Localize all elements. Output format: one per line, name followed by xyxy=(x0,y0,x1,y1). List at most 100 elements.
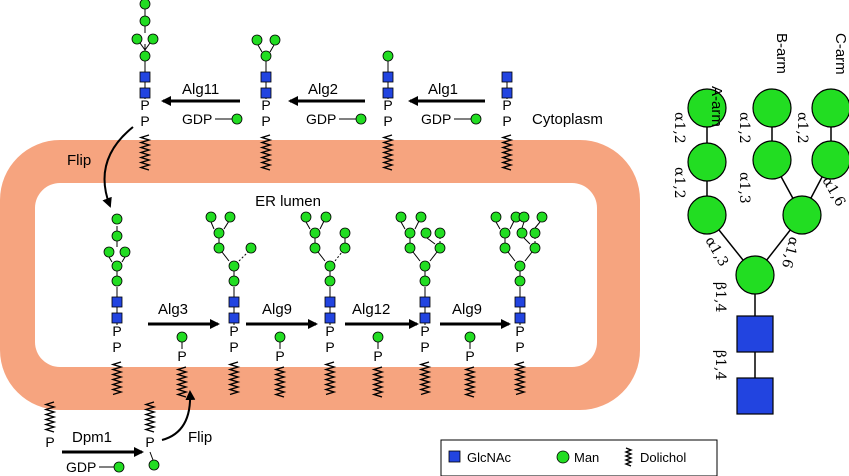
man-icon xyxy=(514,275,526,287)
phosphate-label: P xyxy=(515,323,524,339)
dolichol-icon xyxy=(138,134,152,171)
man-icon xyxy=(205,211,217,223)
dolichol-icon xyxy=(500,134,514,171)
alg3-label: Alg3 xyxy=(158,301,188,318)
glcnac-icon xyxy=(419,296,431,308)
glycan-bond xyxy=(238,251,249,262)
man-icon xyxy=(372,331,384,343)
legend: GlcNAc Man Dolichol xyxy=(440,439,718,476)
phosphate-label: P xyxy=(515,339,524,355)
a-arm-label: A-arm xyxy=(708,86,725,127)
glycan-bond xyxy=(334,251,343,262)
dolichol-icon xyxy=(513,361,527,396)
er-lumen-label: ER lumen xyxy=(255,193,321,210)
phosphate-label: P xyxy=(112,323,121,339)
phosphate-label: P xyxy=(112,339,121,355)
glycan-bond xyxy=(400,221,406,230)
glycan-bond xyxy=(524,251,533,262)
glycan-bond xyxy=(269,44,275,53)
man-icon xyxy=(516,227,528,239)
flip-label-bottom: Flip xyxy=(188,429,212,446)
glycan-bond xyxy=(429,251,438,262)
man-icon xyxy=(464,331,476,343)
dolichol-icon xyxy=(43,401,57,433)
gdp-label-2: GDP xyxy=(306,111,336,127)
alg9a-label: Alg9 xyxy=(262,301,292,318)
man-icon xyxy=(213,227,225,239)
phosphate-label: P xyxy=(465,348,474,364)
glycan-bond xyxy=(507,251,516,262)
man-icon xyxy=(260,50,272,62)
man-icon xyxy=(111,260,123,272)
man-icon xyxy=(420,227,432,239)
man-icon xyxy=(536,211,548,223)
glycan-bond xyxy=(495,221,501,230)
man-icon xyxy=(228,275,240,287)
man-icon xyxy=(752,140,792,180)
man-icon xyxy=(404,242,416,254)
phosphate-label: P xyxy=(275,348,284,364)
glcnac-icon xyxy=(501,71,513,83)
man-icon xyxy=(415,211,427,223)
dolichol-icon xyxy=(259,134,273,171)
man-icon xyxy=(274,331,286,343)
glycan-bond xyxy=(257,44,263,53)
dpm1-label: Dpm1 xyxy=(72,429,112,446)
link-b14-bottom: β1,4 xyxy=(712,350,728,380)
dolichol-icon xyxy=(371,366,385,398)
man-icon xyxy=(309,242,321,254)
link-b14-top: β1,4 xyxy=(712,282,728,312)
glycan-bond xyxy=(149,451,154,461)
b-arm-label: B-arm xyxy=(773,33,790,74)
man-icon xyxy=(499,242,511,254)
glcnac-icon xyxy=(228,312,240,324)
man-icon xyxy=(309,227,321,239)
glcnac-icon xyxy=(514,296,526,308)
glycan-bond xyxy=(523,237,531,245)
man-icon xyxy=(404,227,416,239)
man-icon xyxy=(213,242,225,254)
link-c-mid: α1,6 xyxy=(819,174,849,210)
phosphate-label: P xyxy=(502,97,511,113)
phosphate-label: P xyxy=(373,348,382,364)
man-icon xyxy=(224,211,236,223)
c-arm-label: C-arm xyxy=(832,33,849,75)
man-icon xyxy=(300,211,312,223)
man-icon xyxy=(518,211,530,223)
glycan-bond xyxy=(534,221,541,229)
glcnac-icon xyxy=(111,312,123,324)
phosphate-label: P xyxy=(261,113,270,129)
phosphate-label: P xyxy=(45,434,54,450)
man-icon xyxy=(811,140,849,180)
man-icon xyxy=(251,34,263,46)
glycan-bond xyxy=(319,220,325,230)
glycan-bond xyxy=(139,42,146,51)
phosphate-label: P xyxy=(145,434,154,450)
man-icon xyxy=(103,246,115,258)
glycan-bond xyxy=(521,221,525,229)
glycan-bond xyxy=(210,221,215,230)
glcnac-icon xyxy=(514,312,526,324)
man-icon xyxy=(324,260,336,272)
legend-glcnac: GlcNAc xyxy=(467,450,512,465)
man-icon xyxy=(339,242,351,254)
man-icon xyxy=(687,88,727,128)
glycan-bond xyxy=(144,42,151,51)
man-icon xyxy=(529,242,541,254)
gdp-label-3: GDP xyxy=(421,111,451,127)
gdp-label-dpm1: GDP xyxy=(66,459,96,475)
man-icon xyxy=(556,450,570,464)
man-icon xyxy=(111,275,123,287)
man-icon xyxy=(231,113,243,125)
man-icon xyxy=(269,34,281,46)
phosphate-label: P xyxy=(229,339,238,355)
link-c-top: α1,2 xyxy=(794,112,810,144)
phosphate-label: P xyxy=(261,97,270,113)
phosphate-label: P xyxy=(140,97,149,113)
dolichol-icon xyxy=(143,401,157,433)
alg9b-label: Alg9 xyxy=(452,301,482,318)
alg2-label: Alg2 xyxy=(308,81,338,98)
flip-arrow-top xyxy=(102,126,134,208)
